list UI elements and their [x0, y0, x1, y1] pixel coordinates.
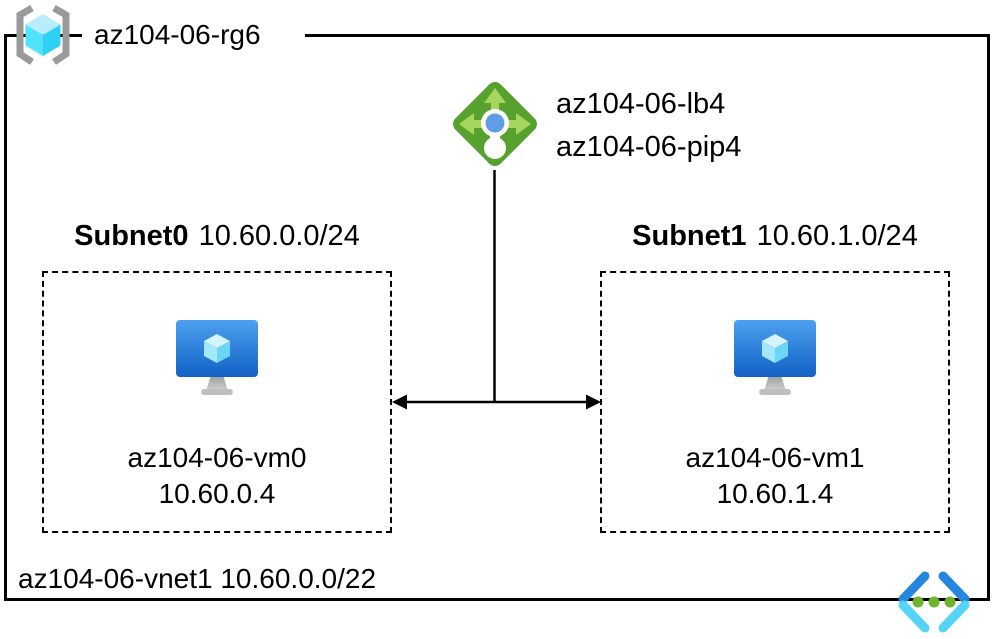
vnet-label: az104-06-vnet1 10.60.0.0/22 — [18, 563, 377, 594]
vm1-name: az104-06-vm1 — [685, 442, 865, 473]
subnet1-name: Subnet1 — [632, 220, 747, 252]
vm0-labels: az104-06-vm0 10.60.0.4 — [42, 440, 392, 512]
subnet0-cidr: 10.60.0.0/24 — [198, 220, 360, 252]
subnet1-label: Subnet1 10.60.1.0/24 — [600, 219, 950, 253]
resource-group-boundary — [4, 34, 990, 601]
resource-group-icon — [16, 4, 70, 65]
subnet1-boundary — [600, 271, 950, 533]
load-balancer-icon — [453, 82, 537, 166]
subnet0-boundary — [42, 271, 392, 533]
subnet0-name: Subnet0 — [74, 220, 189, 252]
subnet0-label: Subnet0 10.60.0.0/24 — [42, 219, 392, 253]
vm1-ip: 10.60.1.4 — [716, 478, 834, 509]
load-balancer-labels: az104-06-lb4 az104-06-pip4 — [556, 83, 741, 169]
virtual-machine-icon — [734, 320, 816, 395]
vm0-ip: 10.60.0.4 — [158, 478, 276, 509]
resource-group-label: az104-06-rg6 — [82, 18, 305, 52]
public-ip-name: az104-06-pip4 — [556, 131, 742, 163]
vm0-name: az104-06-vm0 — [127, 442, 307, 473]
load-balancer-name: az104-06-lb4 — [556, 88, 726, 120]
virtual-network-icon — [898, 571, 970, 633]
subnet1-cidr: 10.60.1.0/24 — [756, 220, 918, 252]
vm1-labels: az104-06-vm1 10.60.1.4 — [600, 440, 950, 512]
virtual-machine-icon — [176, 320, 258, 395]
